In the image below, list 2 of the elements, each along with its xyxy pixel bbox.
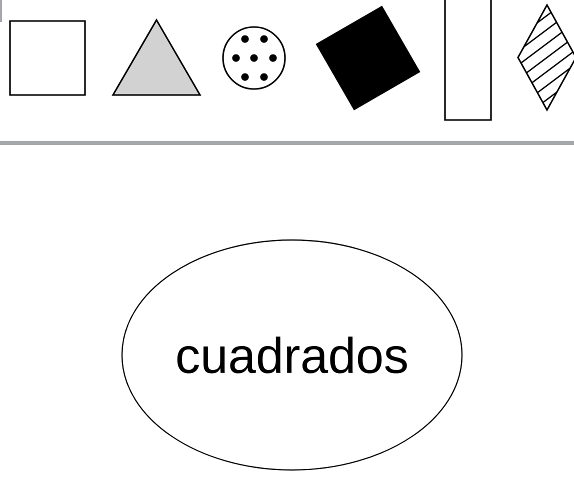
square bbox=[9, 20, 86, 96]
dotted-circle bbox=[222, 26, 286, 90]
